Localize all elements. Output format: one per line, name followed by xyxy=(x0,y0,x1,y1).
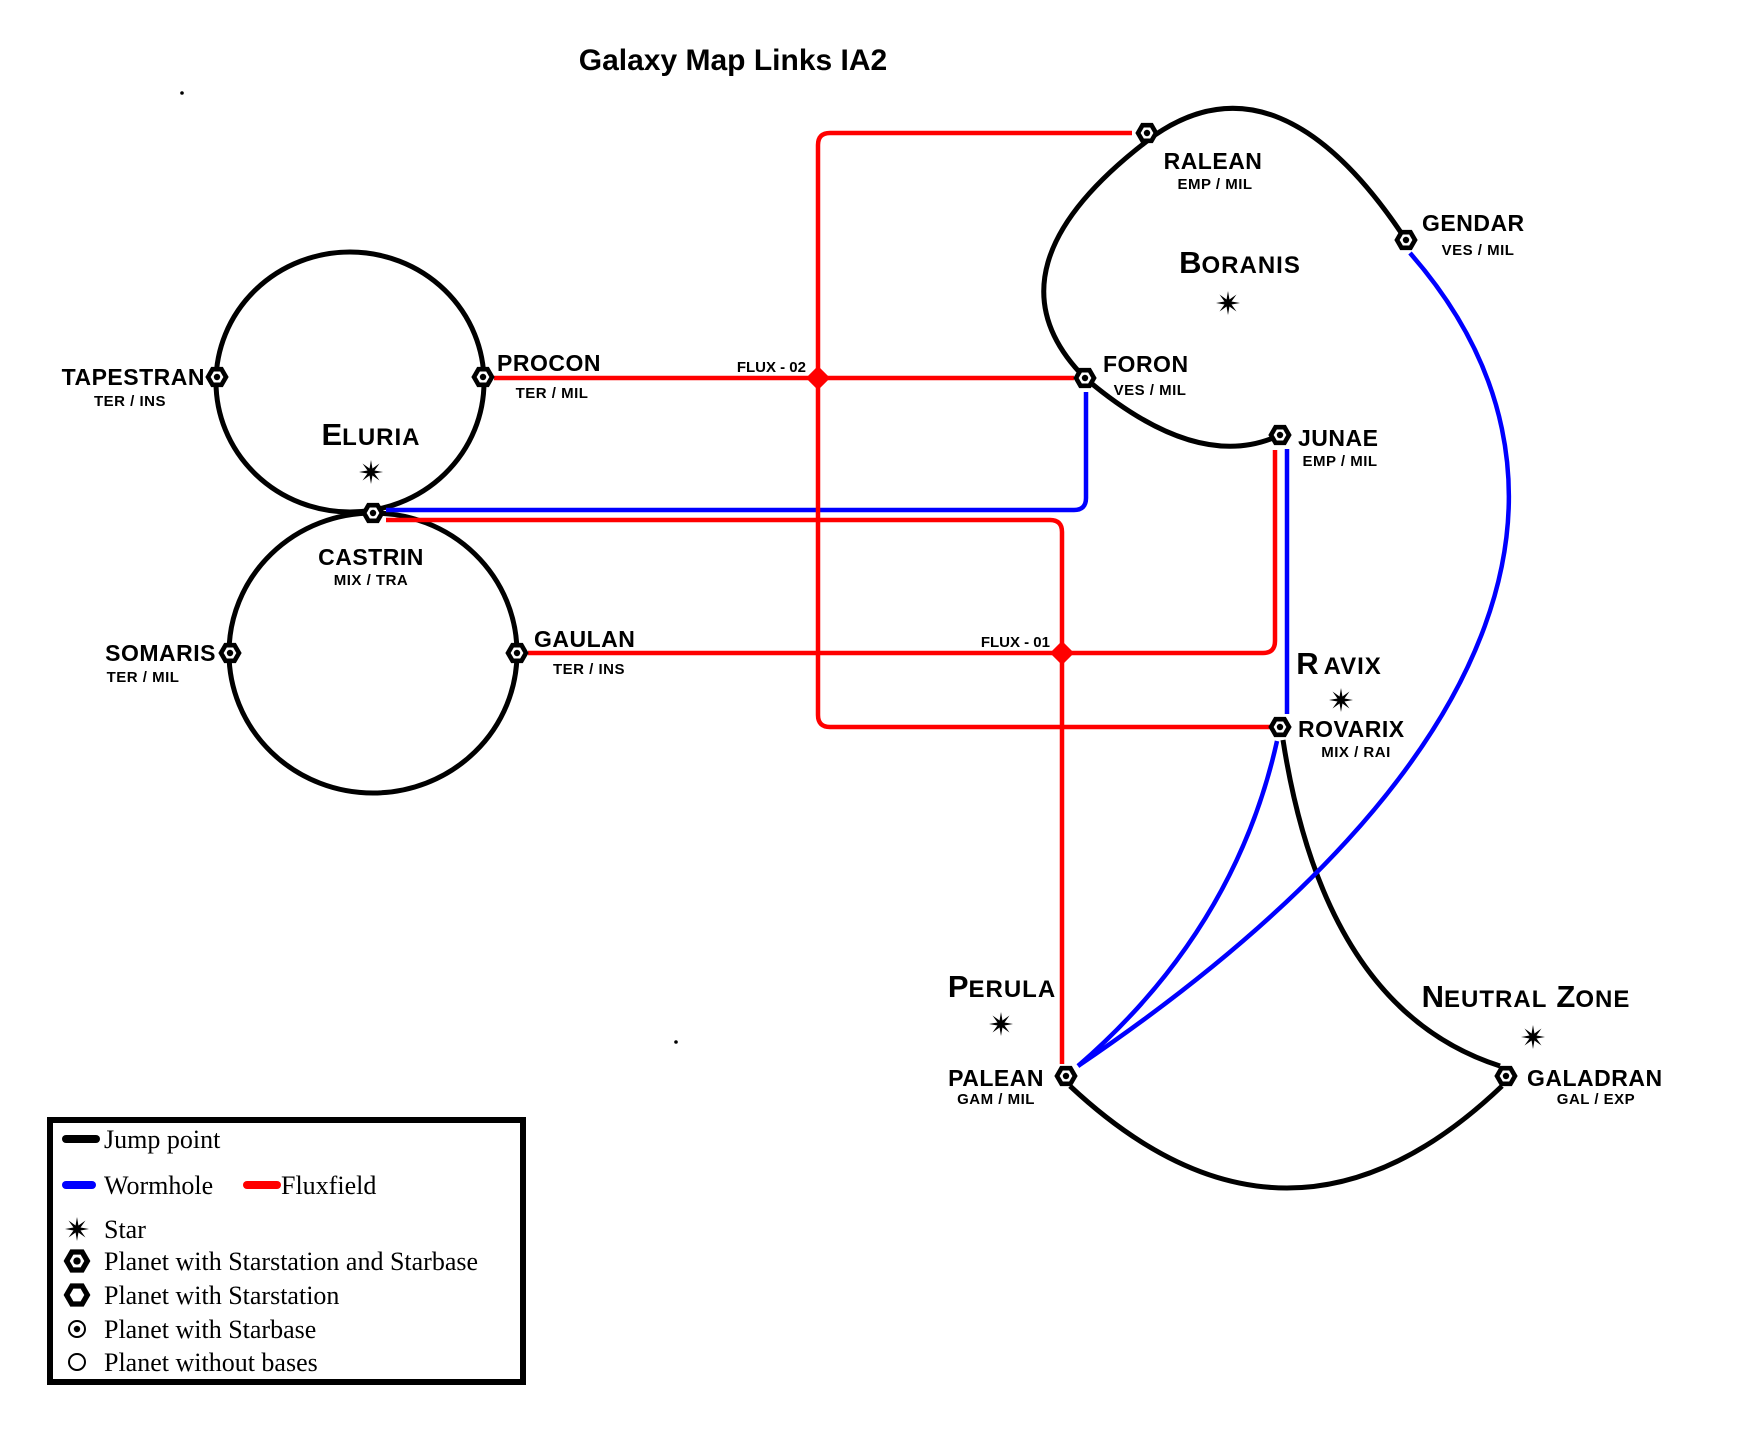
planet-label-ralean: RALEAN xyxy=(1164,148,1263,174)
planet-node-foron xyxy=(1076,370,1094,386)
system-label-perula: PERULA xyxy=(948,969,1056,1004)
planet-designation-castrin: MIX / TRA xyxy=(334,572,409,589)
wormhole-gendar-palean xyxy=(1076,251,1511,1068)
planet-node-gaulan xyxy=(508,645,526,661)
legend-label-fluxfield: Fluxfield xyxy=(281,1171,376,1200)
legend-label-planet-starbase: Planet with Starbase xyxy=(104,1315,316,1344)
jump-arc-palean-galadran xyxy=(1068,1084,1504,1191)
fluxfield-gaulan-junae xyxy=(528,450,1278,656)
fluxfield-castrin-palean xyxy=(386,517,1065,1064)
legend-label-wormhole: Wormhole xyxy=(104,1171,213,1200)
planet-designation-gaulan: TER / INS xyxy=(553,661,625,678)
planet-label-somaris: SOMARIS xyxy=(105,640,216,666)
flux-junction-01 xyxy=(1050,641,1074,665)
planet-designation-gendar: VES / MIL xyxy=(1442,242,1515,259)
planet-label-gaulan: GAULAN xyxy=(534,626,635,652)
planet-node-junae xyxy=(1271,427,1289,443)
stray-dot xyxy=(180,91,184,95)
system-label-boranis: BORANIS xyxy=(1179,245,1301,280)
planet-starbase-icon xyxy=(68,1320,86,1338)
planet-node-palean xyxy=(1057,1068,1075,1084)
legend-label-planet-starstation: Planet with Starstation xyxy=(104,1281,339,1310)
star-icon xyxy=(65,1217,89,1241)
planet-node-ralean xyxy=(1138,125,1156,141)
system-label-eluria: ELURIA xyxy=(321,417,420,452)
flux-01-label: FLUX - 01 xyxy=(981,634,1050,651)
star-boranis xyxy=(1216,291,1240,315)
star-eluria xyxy=(359,460,383,484)
fluxfield-ralean-rovarix xyxy=(815,130,1270,730)
planet-label-gendar: GENDAR xyxy=(1422,210,1525,236)
star-perula xyxy=(989,1012,1013,1036)
planet-node-procon xyxy=(474,369,492,385)
planet-designation-tapestran: TER / INS xyxy=(94,393,166,410)
flux-02-label: FLUX - 02 xyxy=(737,359,806,376)
planet-designation-galadran: GAL / EXP xyxy=(1557,1091,1635,1108)
legend-label-planet-no-bases: Planet without bases xyxy=(104,1348,318,1377)
legend-label-planet-starstation-starbase: Planet with Starstation and Starbase xyxy=(104,1247,478,1276)
legend-label-star: Star xyxy=(104,1215,146,1244)
flux-junction-02 xyxy=(806,366,830,390)
planet-designation-procon: TER / MIL xyxy=(516,385,589,402)
legend-box xyxy=(47,1117,526,1385)
planet-node-castrin xyxy=(364,505,382,521)
planet-designation-junae: EMP / MIL xyxy=(1302,453,1377,470)
planet-designation-somaris: TER / MIL xyxy=(107,669,180,686)
planet-node-galadran xyxy=(1497,1068,1515,1084)
planet-label-procon: PROCON xyxy=(497,350,601,376)
planet-label-galadran: GALADRAN xyxy=(1527,1065,1663,1091)
planet-designation-rovarix: MIX / RAI xyxy=(1321,744,1391,761)
jump-arc-boranis xyxy=(1041,105,1409,449)
star-ravix xyxy=(1329,688,1353,712)
planet-label-palean: PALEAN xyxy=(948,1065,1044,1091)
planet-node-somaris xyxy=(221,645,239,661)
planet-designation-foron: VES / MIL xyxy=(1114,382,1187,399)
stray-dot xyxy=(674,1040,678,1044)
planet-designation-ralean: EMP / MIL xyxy=(1177,176,1252,193)
planet-label-junae: JUNAE xyxy=(1298,425,1378,451)
planet-starstation-icon xyxy=(67,1286,88,1304)
planet-starstation-starbase-icon xyxy=(67,1252,88,1270)
jump-loop-eluria xyxy=(213,249,487,515)
planet-label-tapestran: TAPESTRAN xyxy=(62,364,205,390)
planet-label-castrin: CASTRIN xyxy=(318,544,424,570)
legend-label-jump-point: Jump point xyxy=(104,1125,221,1154)
page-title: Galaxy Map Links IA2 xyxy=(579,44,887,77)
jump-arc-rovarix-galadran xyxy=(1280,739,1501,1069)
star-neutral-zone xyxy=(1521,1025,1545,1049)
planet-designation-palean: GAM / MIL xyxy=(957,1091,1035,1108)
planet-no-bases-icon xyxy=(68,1353,86,1371)
planet-label-rovarix: ROVARIX xyxy=(1298,716,1405,742)
planet-label-foron: FORON xyxy=(1103,351,1189,377)
wormhole-rovarix-palean xyxy=(1076,740,1280,1068)
wormhole-castrin-foron xyxy=(386,392,1089,513)
planet-node-gendar xyxy=(1397,232,1415,248)
planet-node-tapestran xyxy=(208,369,226,385)
planet-node-rovarix xyxy=(1271,719,1289,735)
